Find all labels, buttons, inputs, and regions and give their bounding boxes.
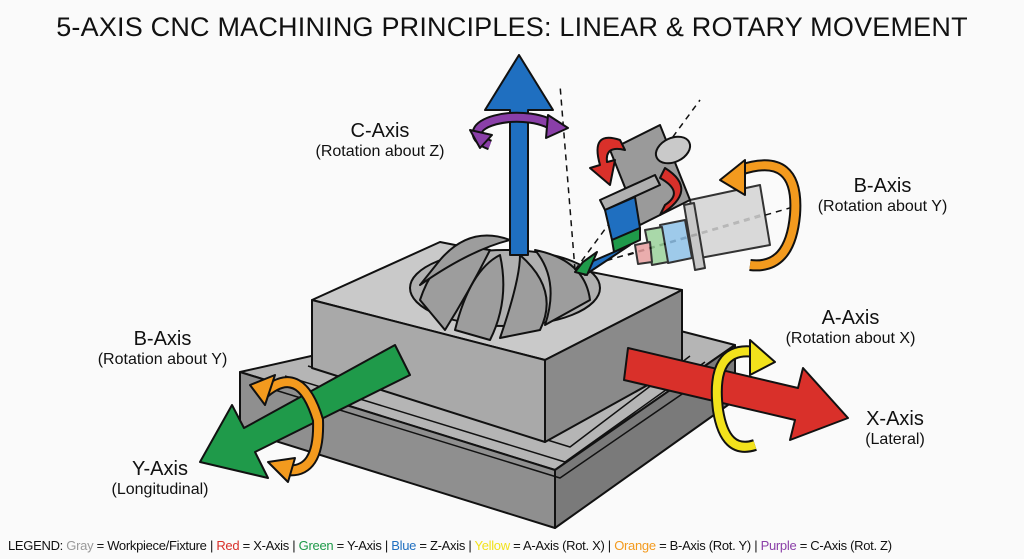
legend-item: Blue = Z-Axis [388,538,465,553]
legend-item: Green = Y-Axis [295,538,382,553]
legend-item: Orange = B-Axis (Rot. Y) [611,538,751,553]
y-axis-arrow [199,344,411,479]
legend-separator: | [209,538,214,553]
impeller [409,234,601,341]
b-axis-rotation-arrow-top [719,159,802,272]
legend-color-name: Yellow [474,538,511,553]
legend-meaning: = Z-Axis [419,538,466,553]
legend-item: Purple = C-Axis (Rot. Z) [757,538,892,553]
label-b-axis-top: B-Axis (Rotation about Y) [800,175,965,216]
a-axis-spindle-rotation-arrow [589,136,683,216]
legend: LEGEND: Gray = Workpiece/Fixture | Red =… [8,538,892,553]
legend-color-name: Purple [760,538,797,553]
legend-meaning: = Workpiece/Fixture [96,538,207,553]
legend-item: Yellow = A-Axis (Rot. X) [471,538,605,553]
a-axis-name: A-Axis [821,307,880,329]
b-axis-top-desc: (Rotation about Y) [817,198,948,215]
legend-separator: | [468,538,472,553]
legend-meaning: = B-Axis (Rot. Y) [659,538,751,553]
legend-meaning: = A-Axis (Rot. X) [513,538,605,553]
label-c-axis: C-Axis (Rotation about Z) [300,120,460,161]
x-axis-desc: (Lateral) [865,431,925,448]
legend-prefix: LEGEND: [8,538,63,553]
spindle-tool-tilted-ghost [634,184,771,271]
a-axis-desc: (Rotation about X) [785,330,916,347]
c-axis-rotation-arrow [469,111,569,151]
label-y-axis: Y-Axis (Longitudinal) [95,458,225,499]
legend-meaning: = Y-Axis [336,538,382,553]
legend-meaning: = X-Axis [242,538,290,553]
label-b-axis-left: B-Axis (Rotation about Y) [80,328,245,369]
y-axis-desc: (Longitudinal) [111,481,209,498]
legend-item: Gray = Workpiece/Fixture [66,538,207,553]
legend-separator: | [292,538,296,553]
legend-color-name: Green [298,538,334,553]
b-axis-top-name: B-Axis [853,175,912,197]
x-axis-name: X-Axis [866,408,924,430]
b-axis-rotation-arrow-left [249,374,325,483]
c-axis-name: C-Axis [350,120,410,142]
z-axis-arrow [484,54,554,256]
legend-separator: | [754,538,758,553]
legend-separator: | [607,538,611,553]
legend-item: Red = X-Axis [213,538,289,553]
legend-color-name: Orange [614,538,656,553]
label-a-axis: A-Axis (Rotation about X) [768,307,933,348]
a-axis-rotation-arrow [710,339,776,453]
b-axis-left-name: B-Axis [133,328,192,350]
legend-color-name: Gray [66,538,94,553]
b-axis-left-desc: (Rotation about Y) [97,351,228,368]
c-axis-desc: (Rotation about Z) [315,143,445,160]
spindle-tool [574,124,692,276]
legend-color-name: Red [216,538,240,553]
legend-separator: | [384,538,388,553]
diagram-title: 5-AXIS CNC MACHINING PRINCIPLES: LINEAR … [56,12,968,42]
y-axis-name: Y-Axis [132,458,188,480]
label-x-axis: X-Axis (Lateral) [845,408,945,449]
legend-color-name: Blue [391,538,417,553]
x-axis-arrow [623,347,849,441]
legend-meaning: = C-Axis (Rot. Z) [799,538,892,553]
